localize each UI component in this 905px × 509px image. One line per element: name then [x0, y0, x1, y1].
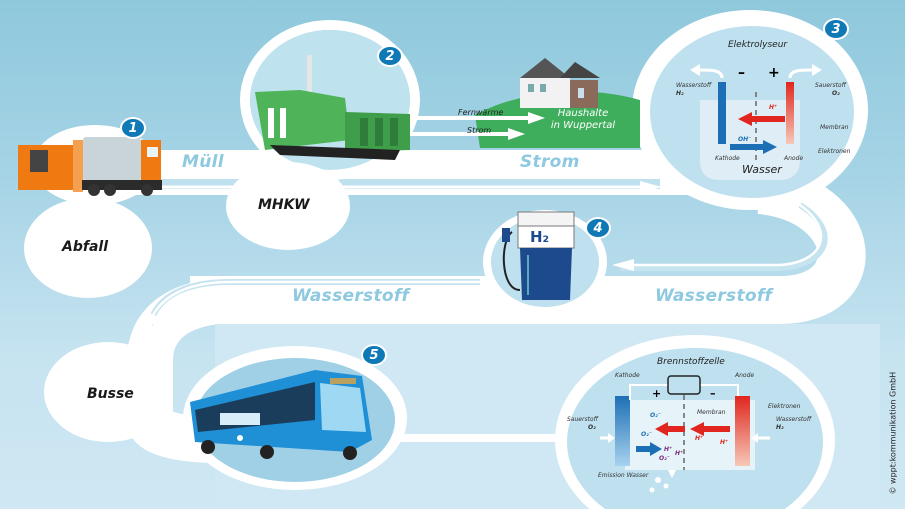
fuel-cell-plus: +: [652, 387, 662, 400]
fuel-cell-ion-h2: H⁺: [675, 450, 684, 457]
fuel-cell-membrane: Membran: [697, 409, 726, 416]
electrolyzer-cathode: Kathode: [715, 155, 740, 162]
step-2-badge: 2: [377, 45, 403, 67]
electrolyzer-anode: Anode: [784, 155, 804, 162]
hydrogen-fuel-pump-icon: [502, 211, 575, 300]
fuel-cell-diagram: [600, 375, 770, 493]
fuel-cell-left-gas: Sauerstoff: [567, 416, 598, 423]
flow-label-wasserstoff-left: Wasserstoff: [292, 286, 410, 306]
fuel-cell-anode: Anode: [735, 372, 755, 379]
garbage-truck-icon: [18, 137, 162, 196]
fuel-cell-right-gas: Wasserstoff: [776, 416, 812, 423]
electrolyzer-plus: +: [768, 65, 780, 81]
electrolyzer-left-gas: Wasserstoff: [676, 82, 712, 89]
incineration-plant-icon: [255, 55, 410, 160]
fuel-cell-ion-h3: H⁺: [695, 435, 704, 442]
fuel-cell-emission: Emission Wasser: [598, 472, 649, 479]
households-label-line1: Haushalte: [557, 108, 609, 119]
mhkw-label: MHKW: [258, 197, 310, 213]
arrow-label-strom: Strom: [467, 126, 492, 135]
fuel-cell-ion-h1: H⁺: [664, 446, 673, 453]
electrolyzer-left-formula: H₂: [676, 90, 684, 97]
households-label-line2: in Wuppertal: [550, 120, 616, 131]
fuel-cell-ion-o2c: O₂⁻: [659, 455, 670, 462]
electrolyzer-right-gas: Sauerstoff: [815, 82, 846, 89]
hydrogen-bus-icon: [190, 370, 372, 460]
step-1-badge: 1: [120, 117, 146, 139]
abfall-label: Abfall: [62, 239, 108, 255]
arrow-label-fernwaerme: Fernwärme: [458, 108, 504, 117]
mhkw-node: [226, 162, 350, 250]
step-4-badge: 4: [585, 217, 611, 239]
electrolyzer-ion-h: H⁺: [769, 104, 778, 111]
fuel-cell-ion-o2a: O₂⁻: [650, 412, 661, 419]
electrolyzer-ion-oh: OH⁻: [738, 136, 752, 143]
fuel-cell-left-formula: O₂: [588, 424, 596, 431]
flow-label-muell: Müll: [182, 152, 224, 172]
busse-label: Busse: [87, 386, 134, 402]
fuel-cell-electrons: Elektronen: [768, 403, 801, 410]
electrolyzer-medium: Wasser: [742, 163, 782, 176]
households-label: Haushalte in Wuppertal: [548, 108, 618, 132]
electrolyzer-right-formula: O₂: [832, 90, 840, 97]
electrolyzer-diagram: [690, 64, 822, 180]
fuel-cell-right-formula: H₂: [776, 424, 784, 431]
fuel-cell-cathode: Kathode: [615, 372, 640, 379]
fuel-cell-ion-o2b: O₂⁻: [641, 431, 652, 438]
fuel-cell-title: Brennstoffzelle: [657, 357, 725, 367]
electrolyzer-minus: –: [738, 65, 745, 81]
pump-sign-h2: H₂: [530, 228, 550, 246]
flow-label-strom: Strom: [520, 152, 580, 172]
electrolyzer-membrane: Membran: [820, 124, 849, 131]
fuel-cell-minus: –: [710, 387, 716, 400]
flow-label-wasserstoff-right: Wasserstoff: [655, 286, 773, 306]
electrolyzer-electrons: Elektronen: [818, 148, 851, 155]
electrolyzer-title: Elektrolyseur: [728, 40, 788, 50]
fuel-cell-ion-h4: H⁺: [720, 439, 729, 446]
step-5-badge: 5: [361, 344, 387, 366]
step-3-badge: 3: [823, 18, 849, 40]
abfall-node: [24, 198, 152, 298]
copyright-notice: © wppt:kommunikation GmbH: [888, 371, 898, 495]
